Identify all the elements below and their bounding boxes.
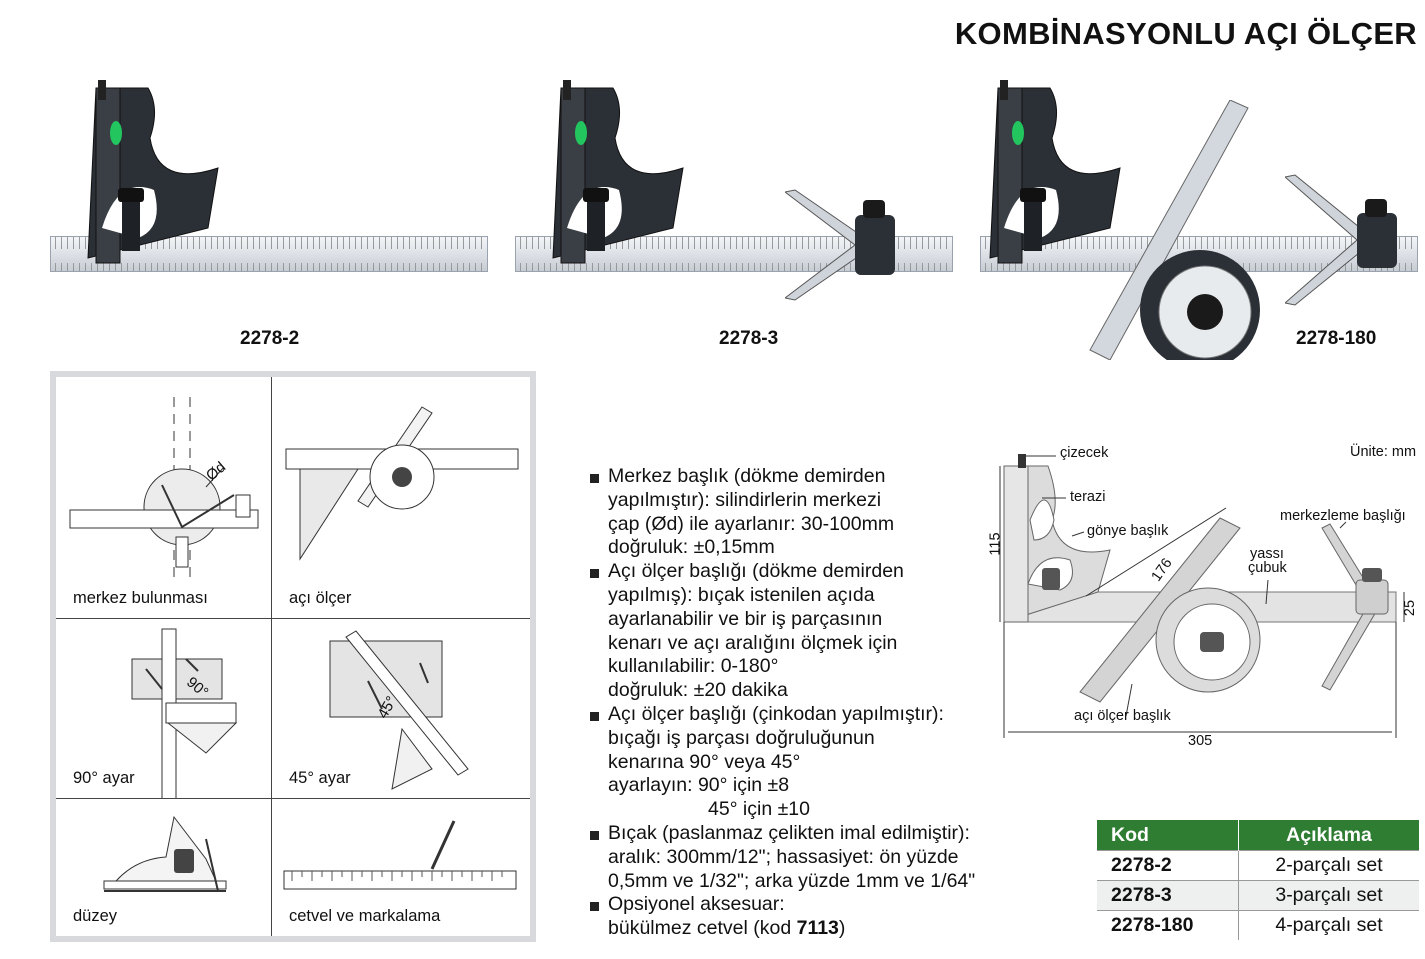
label-center-head: merkezleme başlığı	[1280, 508, 1406, 524]
usage-ruler-marking: cetvel ve markalama	[272, 799, 530, 936]
usage-label: düzey	[73, 907, 118, 925]
label-square-head: gönye başlık	[1087, 523, 1169, 539]
label-protractor-head: açı ölçer başlık	[1074, 708, 1171, 724]
feature-item: Açı ölçer başlığı (çinkodan yapılmıştır)…	[590, 703, 1010, 822]
center-head-image	[1285, 174, 1397, 306]
product-code: 2278-3	[719, 328, 779, 349]
usage-label: 90° ayar	[73, 769, 135, 787]
feature-line: kullanılabilir: 0-180°	[608, 655, 779, 678]
feature-line: 0,5mm ve 1/32"; arka yüzde 1mm ve 1/64"	[608, 869, 976, 892]
product-code: 2278-180	[1296, 328, 1377, 349]
dim-height: 115	[987, 532, 1004, 556]
label-flat-bar: çubuk	[1248, 560, 1287, 576]
protractor-head-image	[1089, 100, 1260, 360]
accessory-text: )	[838, 917, 846, 940]
feature-line: bıçağı iş parçası doğruluğunun	[608, 726, 875, 749]
usage-45-setting: 45° 45° ayar	[272, 619, 530, 799]
square-head-image	[552, 80, 684, 264]
product-code: 2278-2	[240, 328, 300, 349]
feature-line: 45° için ±10	[708, 798, 810, 821]
unit-label: Ünite: mm	[1350, 444, 1417, 460]
table-row: 2278-2 2-parçalı set	[1097, 850, 1419, 881]
cell-description: 2-parçalı set	[1238, 850, 1419, 881]
table-row: 2278-180 4-parçalı set	[1097, 910, 1419, 940]
square-head-image	[989, 80, 1121, 264]
usage-center-finding: Ød merkez bulunması	[56, 377, 272, 619]
technical-diagram: Ünite: mm çizecek terazi gönye başlık ya…	[987, 440, 1425, 760]
feature-line: Bıçak (paslanmaz çelikten imal edilmişti…	[608, 821, 970, 844]
feature-line: kenarına 90° veya 45°	[608, 750, 801, 773]
feature-line: Opsiyonel aksesuar:	[608, 893, 785, 916]
feature-line: aralık: 300mm/12"; hassasiyet: ön yüzde	[608, 845, 959, 868]
feature-line: ayarlayın: 90° için ±8	[608, 774, 790, 797]
square-head-image	[87, 80, 219, 264]
feature-item: Opsiyonel aksesuar: bükülmez cetvel (kod…	[590, 893, 1010, 941]
cell-description: 4-parçalı set	[1238, 910, 1419, 940]
label-flat-bar: yassı	[1250, 546, 1284, 562]
feature-line: yapılmıştır): silindirlerin merkezi	[608, 488, 882, 511]
feature-line: ayarlanabilir ve bir iş parçasının	[608, 607, 883, 630]
feature-item: Merkez başlık (dökme demirden yapılmıştı…	[590, 465, 1010, 560]
cell-code: 2278-180	[1097, 910, 1239, 940]
usage-label: merkez bulunması	[73, 589, 208, 607]
feature-line: Açı ölçer başlığı (çinkodan yapılmıştır)…	[608, 702, 944, 725]
feature-line: yapılmış): bıçak istenilen açıda	[608, 583, 875, 606]
header-code: Kod	[1097, 820, 1239, 851]
dim-length: 305	[1188, 733, 1213, 749]
feature-line: Açı ölçer başlığı (dökme demirden	[608, 560, 904, 583]
center-head-image	[785, 189, 895, 301]
label-scriber: çizecek	[1060, 445, 1109, 461]
dim-width: 25	[1402, 599, 1419, 617]
feature-line: doğruluk: ±0,15mm	[608, 536, 775, 559]
product-2278-180: 2278-180	[980, 60, 1420, 380]
diagram-drawing	[999, 454, 1405, 738]
code-table: Kod Açıklama 2278-2 2-parçalı set 2278-3…	[1097, 820, 1419, 940]
label-level: terazi	[1070, 489, 1106, 505]
feature-line: bükülmez cetvel (kod 7113)	[608, 917, 1010, 941]
feature-line: kenarı ve açı aralığını ölçmek için	[608, 631, 898, 654]
usage-grid: Ød merkez bulunması açı ölçer 90°	[56, 377, 530, 936]
table-row: 2278-3 3-parçalı set	[1097, 880, 1419, 911]
usage-label: açı ölçer	[289, 589, 352, 607]
usage-90-setting: 90° 90° ayar	[56, 619, 272, 799]
feature-line: çap (Ød) ile ayarlanır: 30-100mm	[608, 512, 895, 535]
accessory-text: bükülmez cetvel (kod	[608, 917, 797, 940]
cell-code: 2278-2	[1097, 850, 1239, 881]
feature-item: Açı ölçer başlığı (dökme demirden yapılm…	[590, 560, 1010, 703]
product-2278-2: 2278-2	[50, 60, 490, 380]
usage-panel: Ød merkez bulunması açı ölçer 90°	[50, 371, 536, 942]
feature-line: Merkez başlık (dökme demirden	[608, 465, 886, 487]
header-description: Açıklama	[1238, 820, 1419, 851]
cell-code: 2278-3	[1097, 880, 1239, 911]
usage-protractor: açı ölçer	[272, 377, 530, 619]
usage-label: 45° ayar	[289, 769, 351, 787]
feature-list: Merkez başlık (dökme demirden yapılmıştı…	[590, 465, 1010, 941]
page-title: KOMBİNASYONLU AÇI ÖLÇER	[954, 16, 1417, 51]
cell-description: 3-parçalı set	[1238, 880, 1419, 911]
accessory-code: 7113	[796, 917, 839, 940]
feature-item: Bıçak (paslanmaz çelikten imal edilmişti…	[590, 822, 1010, 893]
ruler-blade	[50, 236, 488, 272]
usage-label: cetvel ve markalama	[289, 907, 441, 925]
feature-line: doğruluk: ±20 dakika	[608, 679, 788, 702]
usage-level: düzey	[56, 799, 272, 936]
product-2278-3: 2278-3	[515, 60, 955, 380]
